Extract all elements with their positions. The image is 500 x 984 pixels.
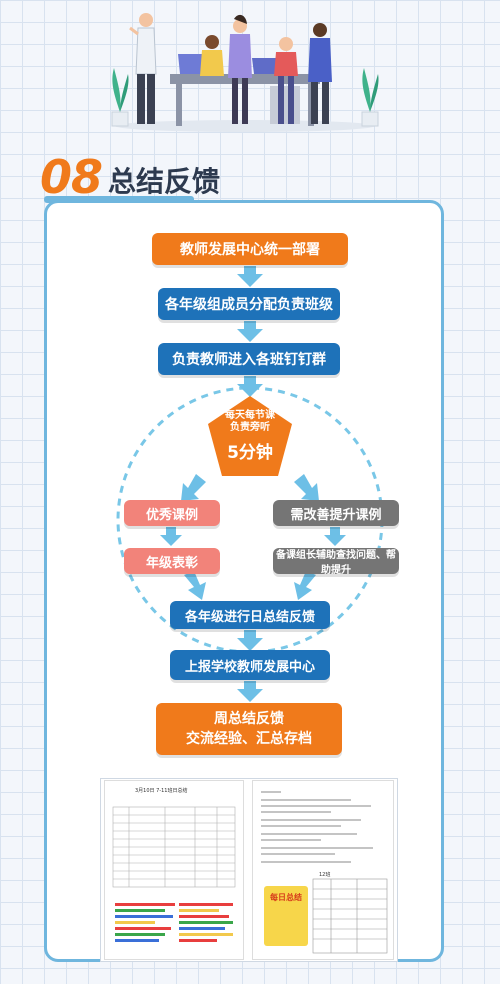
step-weekly-line1: 周总结反馈 <box>214 711 284 727</box>
daily-summary-sticker <box>264 886 308 946</box>
step-assign-label: 各年级组成员分配负责班级 <box>165 297 333 313</box>
step-report: 上报学校教师发展中心 <box>170 650 330 680</box>
branch-improve-label: 需改善提升课例 <box>290 507 382 523</box>
arrow-diagonal-icon <box>160 474 346 600</box>
section-heading: 08 总结反馈 <box>40 150 220 200</box>
step-assign: 各年级组成员分配负责班级 <box>158 288 340 320</box>
branch-commend-label: 年级表彰 <box>145 555 198 571</box>
center-line3: 5分钟 <box>227 443 273 463</box>
document-thumbnail-left: 3月10日 7-11班日总结 <box>104 780 244 960</box>
doc1-title: 3月10日 7-11班日总结 <box>135 788 188 794</box>
arrow-down-icon <box>237 266 263 702</box>
branch-excellent-label: 优秀课例 <box>145 507 198 523</box>
step-weekly-summary: 周总结反馈 交流经验、汇总存档 <box>156 703 342 755</box>
person-laptop-icon <box>200 35 224 76</box>
step-daily-summary-label: 各年级进行日总结反馈 <box>184 609 315 625</box>
step-weekly-line2: 交流经验、汇总存档 <box>186 731 312 747</box>
step-deploy-label: 教师发展中心统一部署 <box>180 242 320 258</box>
center-pentagon-text: 每天每节课 负责旁听 5分钟 <box>208 410 292 463</box>
branch-assist: 备课组长辅助查找问题、帮助提升 <box>273 548 399 576</box>
step-join-group: 负责教师进入各班钉钉群 <box>158 343 340 375</box>
plant-left-icon <box>111 68 129 127</box>
branch-excellent: 优秀课例 <box>124 500 220 526</box>
person-standing-icon <box>308 23 332 124</box>
doc2-text-lines <box>261 791 373 863</box>
branch-assist-label: 备课组长辅助查找问题、帮助提升 <box>276 550 396 576</box>
branch-commend: 年级表彰 <box>124 548 220 574</box>
person-woman-icon <box>228 14 252 124</box>
person-phone-icon <box>129 13 157 124</box>
step-deploy: 教师发展中心统一部署 <box>152 233 348 265</box>
center-line1: 每天每节课 <box>225 410 275 421</box>
doc1-table-image <box>112 806 236 942</box>
center-line2: 负责旁听 <box>230 422 270 433</box>
step-join-group-label: 负责教师进入各班钉钉群 <box>172 352 326 368</box>
doc2-table-image <box>312 878 388 954</box>
team-meeting-illustration <box>111 13 379 132</box>
branch-improve: 需改善提升课例 <box>273 500 399 526</box>
section-title: 总结反馈 <box>108 165 221 198</box>
step-daily-summary: 各年级进行日总结反馈 <box>170 601 330 629</box>
pentagon-shape <box>208 396 292 476</box>
card-tab-decoration <box>44 196 194 203</box>
step-report-label: 上报学校教师发展中心 <box>184 659 315 675</box>
sticker-label: 每日总结 <box>270 893 302 902</box>
doc2-title: 12班 <box>319 872 331 878</box>
plant-right-icon <box>361 68 379 127</box>
person-sitting-icon <box>274 37 298 124</box>
section-number: 08 <box>40 150 103 204</box>
